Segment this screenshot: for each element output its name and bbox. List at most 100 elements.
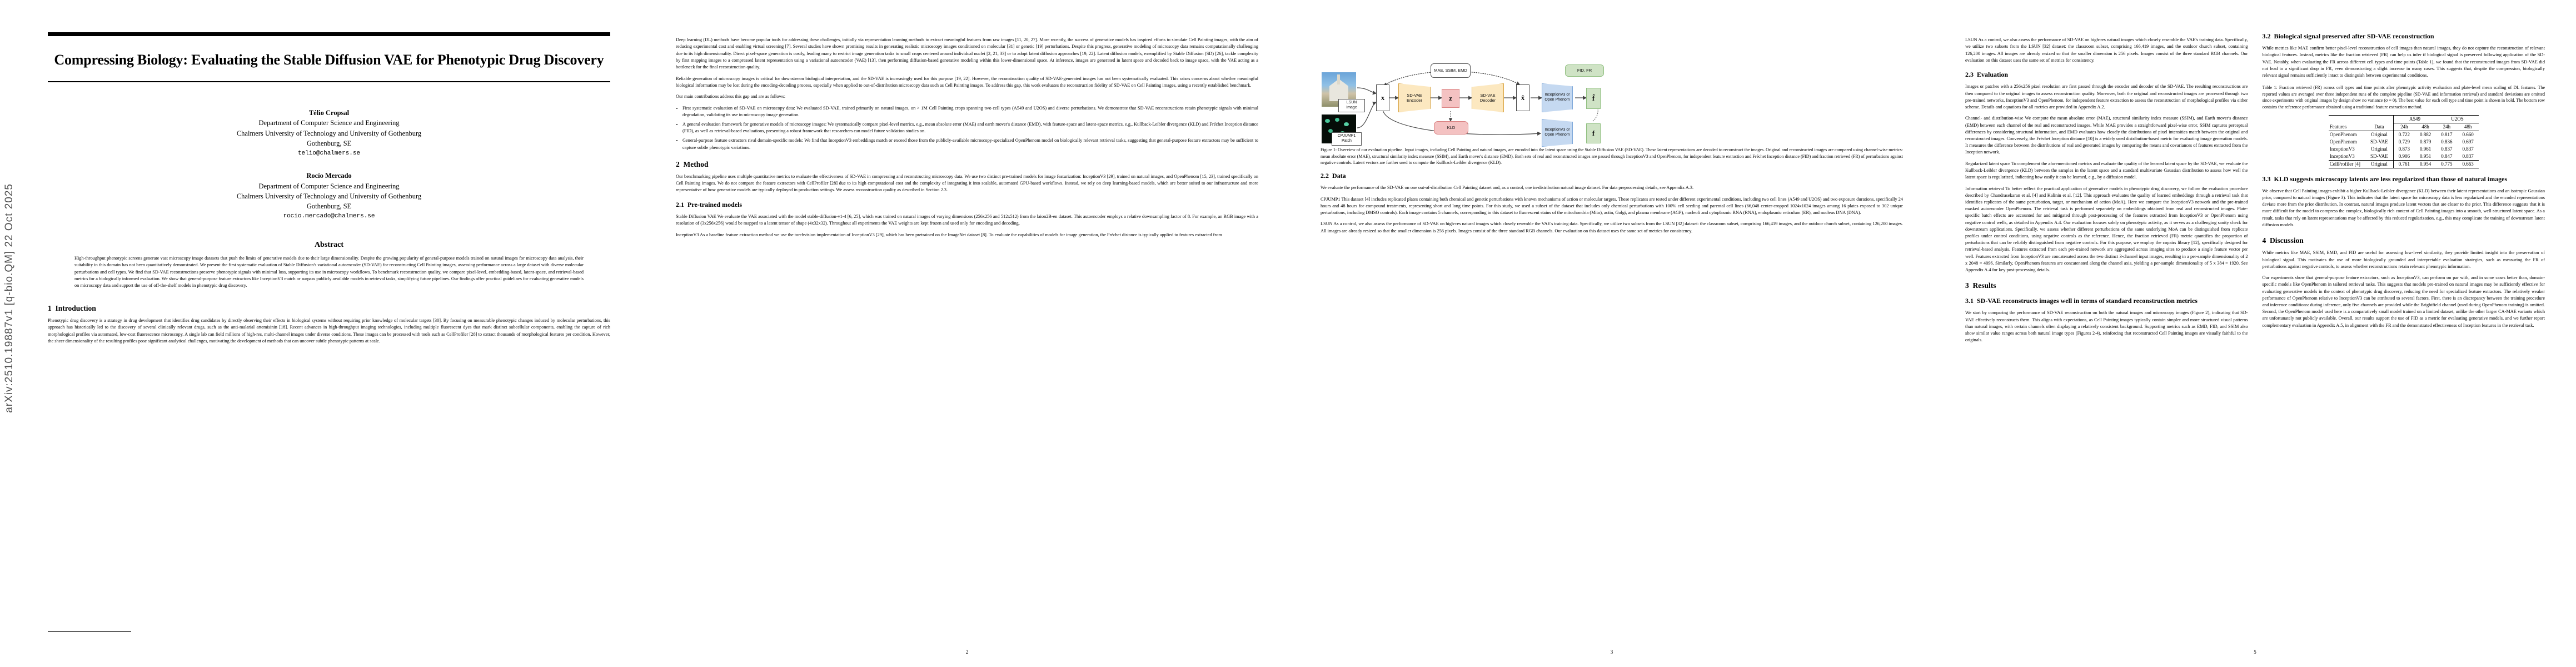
page-number: 5: [2254, 649, 2256, 655]
column-header-features: Features: [2328, 123, 2365, 131]
table-body: OpenPhenom Original 0.722 0.882 0.817 0.…: [2328, 131, 2479, 168]
information-retrieval-paragraph: Information retrieval To better reflect …: [1965, 186, 2248, 272]
r31-paragraph: We start by comparing the performance of…: [1965, 310, 2248, 343]
column-header-a549-24h: 24h: [2393, 123, 2415, 131]
section-heading-pretrained: 2.1 Pre-trained models: [676, 201, 1258, 209]
table-footer-row: CellProfiler [4] Original 0.761 0.954 0.…: [2328, 160, 2479, 168]
figure-caption: Figure 1: Overview of our evaluation pip…: [1321, 147, 1903, 166]
list-item: A general evaluation framework for gener…: [682, 121, 1258, 135]
cell-data: Original: [2370, 132, 2388, 138]
data-paragraph-3: LSUN As a control, we also assess the pe…: [1321, 221, 1903, 233]
abstract-text: High-throughput phenotypic screens gener…: [74, 255, 584, 288]
page-2: Deep learning (DL) methods have become p…: [645, 0, 1289, 667]
footnote-block: [48, 626, 610, 635]
section-number: 4: [2262, 236, 2266, 245]
feature-real-node: f: [1586, 123, 1601, 143]
section-number: 1: [48, 303, 52, 312]
feature-net-top-node: InceptionV3 or Open Phenom: [1542, 83, 1573, 112]
cell-features: InceptionV3: [2329, 153, 2355, 160]
column-header-u2os-24h: 24h: [2436, 123, 2458, 131]
title-rule-top: [48, 32, 610, 36]
section-number: 2.1: [676, 200, 684, 208]
author-email[interactable]: telio@chalmers.se: [297, 150, 361, 157]
evaluation-paragraph: Images or patches with a 256x256 pixel r…: [1965, 84, 2248, 109]
table-group-header-row: A549 U2OS: [2328, 115, 2479, 123]
section-number: 3.2: [2262, 32, 2271, 40]
author-affiliation: Chalmers University of Technology and Un…: [236, 192, 422, 200]
cell-u2os-48h: 0.697: [2462, 139, 2474, 145]
feature-net-bottom-node: InceptionV3 or Open Phenom: [1542, 119, 1573, 147]
page-title: Compressing Biology: Evaluating the Stab…: [54, 52, 604, 68]
discussion-paragraph-1: While metrics like MAE, SSIM, EMD, and F…: [2262, 250, 2545, 269]
lsun-continued: LSUN As a control, we also assess the pe…: [1965, 37, 2248, 63]
page-3: LSUN Image CPJUMP1 Patch: [1289, 0, 1934, 667]
section-heading-r32: 3.2 Biological signal preserved after SD…: [2263, 32, 2545, 41]
cell-data: Original: [2370, 146, 2388, 152]
section-heading-method: 2 Method: [676, 160, 1258, 169]
method-paragraph: Our benchmarking pipeline uses multiple …: [676, 174, 1258, 193]
intro-paragraph-4: Our main contributions address this gap …: [676, 94, 786, 99]
section-title: Data: [1332, 171, 1346, 180]
section-title: Biological signal preserved after SD-VAE…: [2274, 32, 2434, 40]
author-affiliation: Chalmers University of Technology and Un…: [236, 129, 422, 137]
section-heading-evaluation: 2.3 Evaluation: [1965, 71, 2248, 79]
section-heading-r31: 3.1 SD-VAE reconstructs images well in t…: [1965, 297, 2248, 305]
section-number: 2.2: [1321, 171, 1329, 180]
r32-paragraph: While metrics like MAE confirm better pi…: [2262, 46, 2545, 78]
kld-node: KLD: [1434, 121, 1468, 135]
r33-paragraph: We observe that Cell Painting images exh…: [2262, 188, 2545, 227]
cell-data: Original: [2365, 160, 2394, 168]
cell-a549-24h: 0.761: [2393, 160, 2415, 168]
cell-a549-48h: 0.879: [2420, 139, 2431, 145]
cell-u2os-24h: 0.847: [2441, 153, 2453, 160]
column-header-a549-48h: 48h: [2415, 123, 2437, 131]
intro-paragraph-2: Deep learning (DL) methods have become p…: [676, 37, 1258, 70]
table-row: InceptionV3 Original 0.873 0.961 0.837 0…: [2329, 145, 2479, 153]
section-heading-discussion: 4 Discussion: [2263, 236, 2545, 245]
encoder-node: SD-VAE Encoder: [1398, 83, 1431, 112]
cell-a549-48h: 0.882: [2420, 132, 2431, 138]
latent-z-node: z: [1442, 89, 1459, 108]
data-paragraph-1: We evaluate the performance of the SD-VA…: [1321, 185, 1694, 191]
page-4: LSUN As a control, we also assess the pe…: [1934, 0, 2576, 667]
cell-u2os-48h: 0.837: [2462, 153, 2474, 160]
author-department: Department of Computer Science and Engin…: [258, 119, 400, 127]
cell-u2os-48h: 0.663: [2457, 160, 2479, 168]
contributions-list: First systematic evaluation of SD-VAE on…: [676, 105, 1258, 151]
table-row: InceptionV3 SD-VAE 0.906 0.951 0.847 0.8…: [2329, 152, 2479, 161]
lsun-label: LSUN Image: [1338, 99, 1365, 112]
intro-paragraph-1: Phenotypic drug discovery is a strategy …: [48, 318, 610, 344]
page-number: 3: [1610, 649, 1613, 655]
cell-features: InceptionV3: [2329, 146, 2355, 152]
section-heading-introduction: 1 Introduction: [48, 304, 610, 313]
page-1: arXiv:2510.19887v1 [q-bio.QM] 22 Oct 202…: [0, 0, 645, 667]
abstract-heading: Abstract: [314, 240, 344, 249]
cell-a549-48h: 0.954: [2415, 160, 2437, 168]
section-number: 2: [676, 160, 680, 168]
cpjump-label: CPJUMP1 Patch: [1332, 132, 1362, 146]
author-city: Gothenburg, SE: [306, 202, 352, 210]
author-city: Gothenburg, SE: [306, 139, 352, 147]
list-item: First systematic evaluation of SD-VAE on…: [682, 105, 1258, 118]
section-title: Introduction: [55, 303, 96, 312]
table-caption: Table 1: Fraction retrieved (FR) across …: [2262, 85, 2545, 110]
author-email[interactable]: rocio.mercado@chalmers.se: [283, 212, 375, 220]
table-row: OpenPhenom SD-VAE 0.729 0.879 0.836 0.69…: [2329, 138, 2479, 146]
cell-a549-24h: 0.722: [2393, 131, 2415, 138]
title-rule-bottom: [48, 81, 610, 83]
table-row: OpenPhenom Original 0.722 0.882 0.817 0.…: [2329, 131, 2479, 138]
section-heading-r33: 3.3 KLD suggests microscopy latents are …: [2263, 175, 2545, 183]
discussion-paragraph-2: Our experiments show that general-purpos…: [2262, 275, 2545, 328]
section-number: 2.3: [1965, 71, 1974, 79]
cell-features: OpenPhenom: [2329, 132, 2357, 138]
footnote-rule: [48, 631, 131, 632]
section-title: Method: [683, 160, 709, 168]
input-x-node: x: [1376, 84, 1389, 111]
cell-u2os-24h: 0.775: [2436, 160, 2458, 168]
cell-a549-48h: 0.951: [2420, 153, 2431, 160]
cell-u2os-24h: 0.837: [2441, 146, 2453, 152]
abstract-block: High-throughput phenotypic screens gener…: [48, 255, 610, 290]
cell-a549-24h: 0.873: [2393, 145, 2415, 153]
channel-distribution-paragraph: Channel- and distribution-wise We comput…: [1965, 116, 2248, 155]
